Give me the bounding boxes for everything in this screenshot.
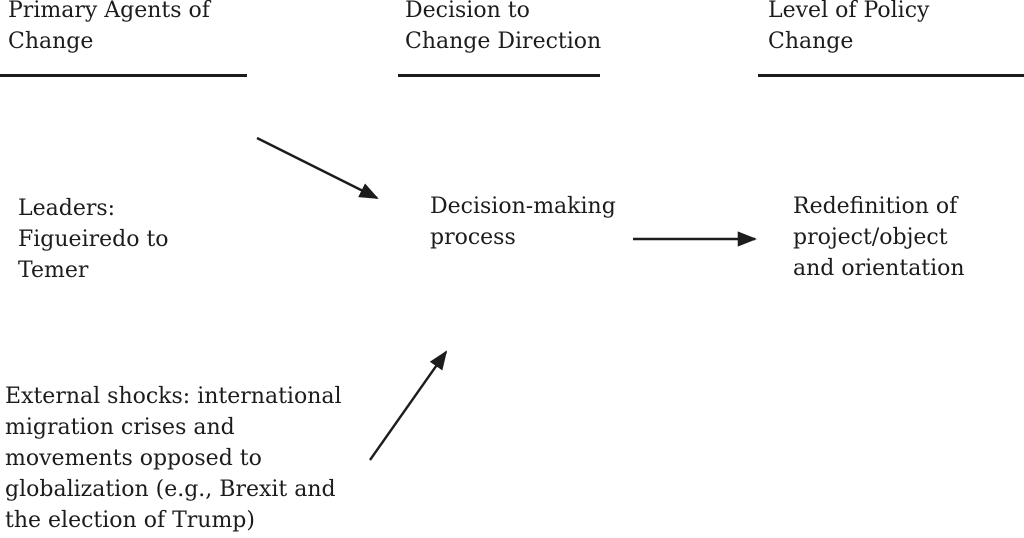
arrow-external-shocks-to-decision-process xyxy=(369,350,448,461)
header-underline-decision-direction xyxy=(398,74,600,77)
node-decision-making-process: Decision-making process xyxy=(430,194,616,250)
node-leaders-figueiredo-to-temer: Leaders: Figueiredo to Temer xyxy=(18,196,169,283)
column-header-level-of-policy-change: Level of Policy Change xyxy=(768,0,930,54)
column-header-decision-to-change-direction: Decision to Change Direction xyxy=(405,0,602,54)
header-underline-policy-change xyxy=(758,74,1024,77)
header-underline-primary-agents xyxy=(0,74,247,77)
node-external-shocks: External shocks: international migration… xyxy=(5,384,342,533)
column-header-primary-agents-of-change: Primary Agents of Change xyxy=(8,0,210,54)
node-redefinition-of-project: Redefinition of project/object and orien… xyxy=(793,194,965,281)
arrow-leaders-to-decision-process xyxy=(256,136,379,200)
